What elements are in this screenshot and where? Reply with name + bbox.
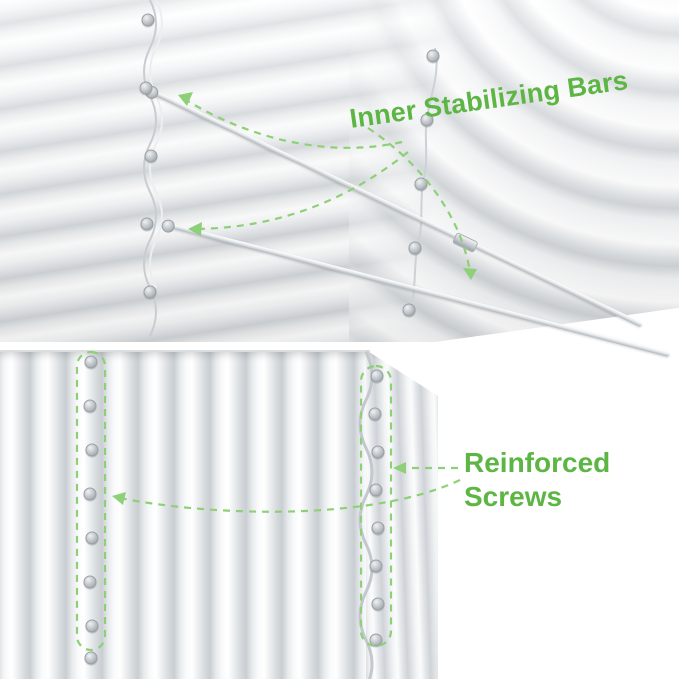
screw-icon: [85, 619, 99, 633]
screw-icon: [370, 369, 384, 383]
screw-icon: [371, 597, 385, 611]
screw-icon: [141, 13, 155, 27]
screw-icon: [139, 81, 153, 95]
screw-icon: [402, 303, 416, 317]
screw-icon: [371, 521, 385, 535]
screw-icon: [369, 559, 383, 573]
screw-icon: [369, 633, 383, 647]
screw-icon: [144, 149, 158, 163]
screw-icon: [84, 651, 98, 665]
screw-icon: [84, 355, 98, 369]
screw-icon: [140, 217, 154, 231]
screw-icon: [143, 285, 157, 299]
screw-icon: [85, 531, 99, 545]
screw-icon: [426, 49, 440, 63]
inner-wall-panel: [0, 0, 679, 342]
screw-icon: [369, 483, 383, 497]
front-corrugated-panel: [0, 350, 370, 679]
screw-icon: [83, 399, 97, 413]
screw-icon: [83, 575, 97, 589]
screw-icon: [408, 241, 422, 255]
screw-icon: [85, 443, 99, 457]
screw-icon: [371, 445, 385, 459]
screw-icon: [368, 407, 382, 421]
side-corrugated-panel: [366, 350, 438, 679]
screw-icon: [83, 487, 97, 501]
reinforced-screws-label: Reinforced Screws: [464, 447, 611, 513]
screw-icon: [414, 177, 428, 191]
